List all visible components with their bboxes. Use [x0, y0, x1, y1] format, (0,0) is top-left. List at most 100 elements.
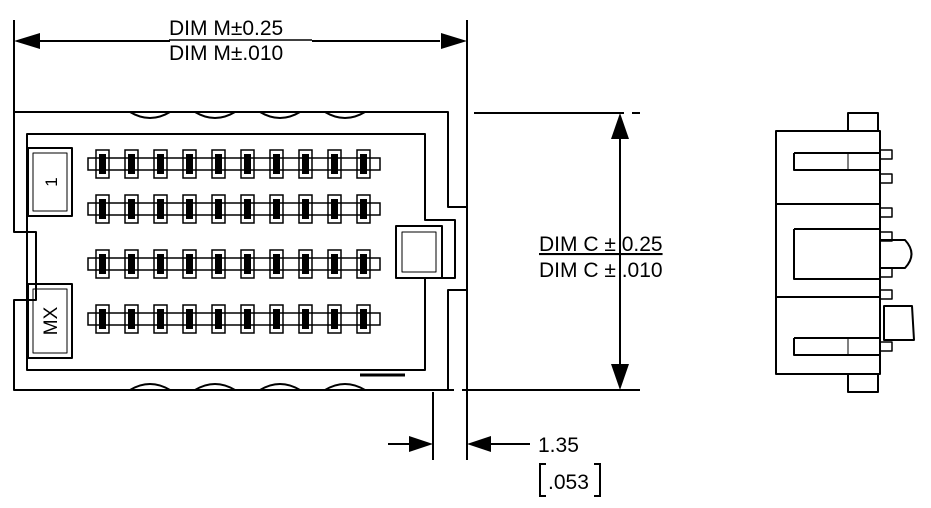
contact-core	[302, 154, 309, 174]
contact	[95, 249, 110, 279]
offset-inch-label: .053	[548, 471, 589, 494]
contact-core	[186, 154, 193, 174]
contact-core	[99, 254, 106, 274]
contact-core	[99, 199, 106, 219]
contact	[124, 304, 139, 334]
contact	[356, 249, 371, 279]
contact	[124, 149, 139, 179]
contact-core	[128, 254, 135, 274]
bottom-notches	[129, 383, 366, 391]
contact	[356, 149, 371, 179]
pin1-block	[27, 147, 73, 217]
side-slot-1	[793, 152, 880, 171]
contact	[153, 249, 168, 279]
contact	[240, 249, 255, 279]
contact	[269, 194, 284, 224]
contact-core	[331, 154, 338, 174]
contact-core	[186, 199, 193, 219]
contact-row-bar	[87, 312, 381, 326]
contact-rows	[87, 149, 381, 334]
dim-c-mm-label: DIM C ± 0.25	[539, 233, 663, 256]
dim-m-dimension	[13, 20, 468, 392]
contact	[298, 249, 313, 279]
contact-row-bar	[87, 157, 381, 171]
contact	[269, 304, 284, 334]
contact-core	[360, 309, 367, 329]
pin1-marking: 1	[42, 177, 61, 186]
contact	[356, 194, 371, 224]
offset-bracket-left	[539, 463, 546, 497]
contact	[95, 149, 110, 179]
contact-core	[360, 199, 367, 219]
contact-core	[186, 254, 193, 274]
mx-block-inner	[32, 288, 68, 354]
contact	[95, 194, 110, 224]
contact	[211, 304, 226, 334]
contact-core	[331, 199, 338, 219]
side-slot-2	[793, 228, 880, 280]
mx-block	[27, 283, 73, 359]
contact	[327, 304, 342, 334]
contact-core	[302, 254, 309, 274]
contact	[240, 194, 255, 224]
dim-c-inch-label: DIM C ± .010	[539, 259, 663, 282]
contact	[211, 249, 226, 279]
contact-core	[360, 254, 367, 274]
contact	[269, 249, 284, 279]
side-post	[883, 305, 915, 341]
contact-row-bar	[87, 257, 381, 271]
connector-outer-body	[13, 111, 468, 391]
contact-core	[273, 199, 280, 219]
contact	[298, 194, 313, 224]
contact-core	[273, 254, 280, 274]
contact-core	[215, 199, 222, 219]
dim-c-dimension	[440, 112, 640, 391]
side-boss	[880, 239, 913, 269]
contact	[153, 194, 168, 224]
contact-core	[244, 154, 251, 174]
contact-row-bar	[87, 202, 381, 216]
contact-core	[99, 309, 106, 329]
contact-core	[273, 309, 280, 329]
polarization-key	[395, 225, 443, 279]
connector-top-view	[13, 111, 468, 391]
connector-side-view	[775, 112, 915, 393]
brand-marking: MX	[41, 306, 62, 335]
contact-core	[302, 309, 309, 329]
pin1-block-inner	[32, 152, 68, 212]
contact-core	[215, 309, 222, 329]
contact-core	[331, 309, 338, 329]
contact	[240, 149, 255, 179]
contact-core	[157, 154, 164, 174]
dim-c-arrow-bottom	[611, 364, 629, 390]
contact-core	[215, 254, 222, 274]
contact-core	[99, 154, 106, 174]
contact-core	[360, 154, 367, 174]
side-top-tab	[847, 112, 879, 132]
contact	[182, 149, 197, 179]
connector-inner-cavity	[26, 133, 456, 371]
top-notches	[129, 111, 366, 119]
offset-arrow-left	[409, 436, 433, 452]
contact	[240, 304, 255, 334]
contact	[182, 194, 197, 224]
contact-core	[157, 309, 164, 329]
side-body	[775, 130, 881, 375]
offset-arrow-right	[467, 436, 491, 452]
contact-core	[157, 199, 164, 219]
contact	[182, 304, 197, 334]
contact-core	[302, 199, 309, 219]
side-leads	[879, 149, 893, 352]
contact	[124, 194, 139, 224]
contact	[153, 304, 168, 334]
dim-m-arrow-left	[14, 33, 40, 49]
polarization-key-inner	[401, 231, 437, 273]
contact-core	[331, 254, 338, 274]
dim-c-arrow-top	[611, 113, 629, 139]
dim-m-mm-label: DIM M±0.25	[169, 17, 283, 40]
contact	[211, 194, 226, 224]
contact-core	[128, 199, 135, 219]
contact-core	[128, 154, 135, 174]
contact	[298, 304, 313, 334]
